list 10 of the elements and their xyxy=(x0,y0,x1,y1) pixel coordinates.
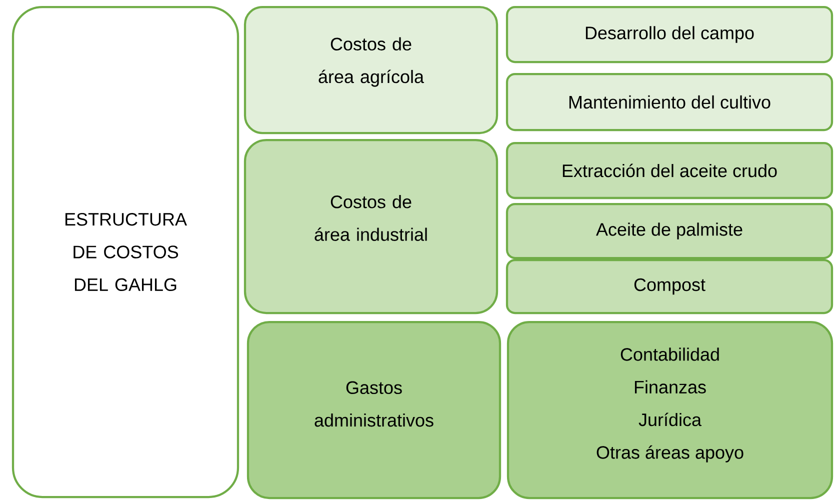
item-box: Aceite de palmiste xyxy=(506,202,834,260)
item-box: Mantenimiento del cultivo xyxy=(506,72,834,132)
item-box: Desarrollo del campo xyxy=(506,6,834,64)
item-box: Extracción del aceite crudo xyxy=(506,142,834,200)
category-box: Costos de área agrícola xyxy=(244,6,498,134)
item-box: Compost xyxy=(506,258,834,314)
category-box: ESTRUCTURA DE COSTOS DEL GAHLG xyxy=(12,6,240,498)
category-box: Costos de área industrial xyxy=(244,138,498,314)
category-box: Gastos administrativos xyxy=(246,320,502,500)
item-box: Contabilidad Finanzas Jurídica Otras áreas apoyo xyxy=(506,320,834,500)
